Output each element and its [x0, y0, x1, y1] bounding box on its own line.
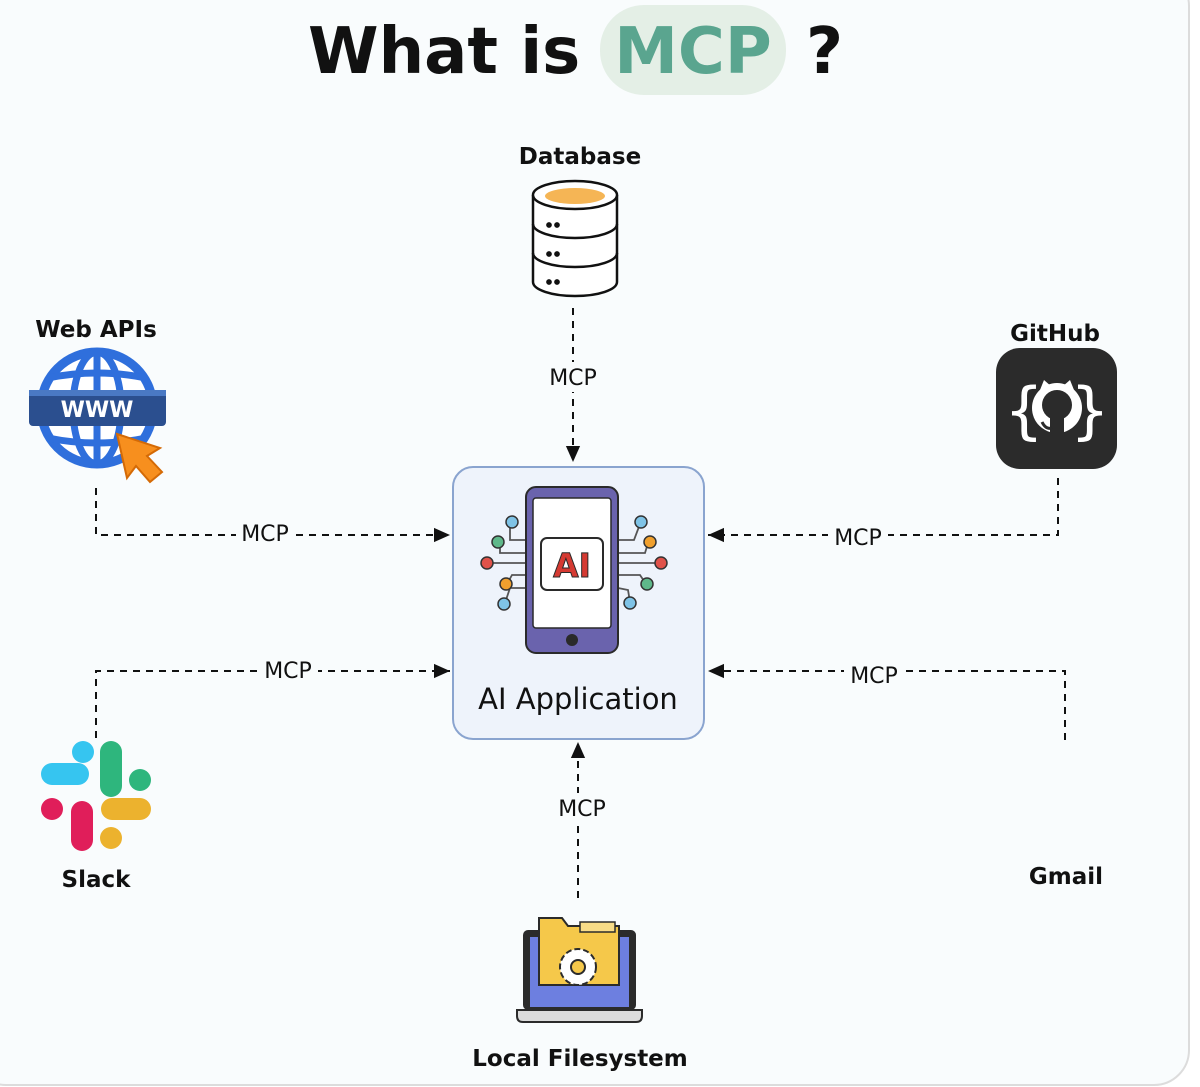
laptop-folder-icon	[516, 917, 643, 1023]
title-highlight: MCP	[614, 15, 772, 89]
ai-application-node: AI AI Application	[452, 466, 705, 740]
ai-badge-text: AI	[553, 546, 591, 585]
edge-labels: MCP MCP MCP MCP MCP MCP	[236, 362, 904, 823]
web-apis-label: Web APIs	[35, 317, 157, 343]
edge-slack	[95, 663, 450, 738]
filesystem-node: Local Filesystem	[472, 917, 688, 1072]
page-title: What is MCP ?	[308, 5, 843, 95]
edge-github	[708, 478, 1059, 543]
edge-label-gmail: MCP	[850, 664, 898, 689]
edge-label-web-apis: MCP	[241, 522, 289, 547]
web-apis-node: Web APIs WWW	[29, 317, 166, 484]
www-band	[29, 390, 166, 426]
title-prefix: What is	[308, 15, 580, 89]
edge-label-database: MCP	[549, 366, 597, 391]
edge-gmail	[708, 663, 1066, 740]
gear-icon	[559, 948, 597, 986]
database-label: Database	[519, 144, 641, 170]
github-node: GitHub { }	[996, 321, 1117, 469]
ai-application-label: AI Application	[478, 682, 678, 716]
github-icon: { }	[996, 348, 1117, 469]
slack-label: Slack	[62, 867, 132, 893]
gmail-node: Gmail	[1029, 864, 1103, 890]
globe-icon: WWW	[29, 347, 166, 484]
filesystem-label: Local Filesystem	[472, 1046, 688, 1072]
ai-badge	[540, 537, 604, 591]
phone-icon: AI	[525, 486, 619, 654]
database-node: Database	[519, 144, 641, 298]
slack-node: Slack	[41, 741, 151, 893]
github-label: GitHub	[1010, 321, 1100, 347]
title-highlight-blob	[600, 5, 786, 95]
circuit-dots	[480, 515, 668, 611]
edge-label-github: MCP	[834, 526, 882, 551]
cursor-icon	[115, 432, 164, 484]
title-suffix: ?	[806, 15, 843, 89]
edge-label-filesystem: MCP	[558, 797, 606, 822]
www-text: WWW	[61, 398, 134, 423]
edge-label-slack: MCP	[264, 659, 312, 684]
database-icon	[531, 179, 619, 298]
connectors	[95, 308, 1066, 898]
edge-web-apis	[95, 488, 450, 543]
gmail-label: Gmail	[1029, 864, 1103, 890]
slack-icon	[41, 741, 151, 851]
